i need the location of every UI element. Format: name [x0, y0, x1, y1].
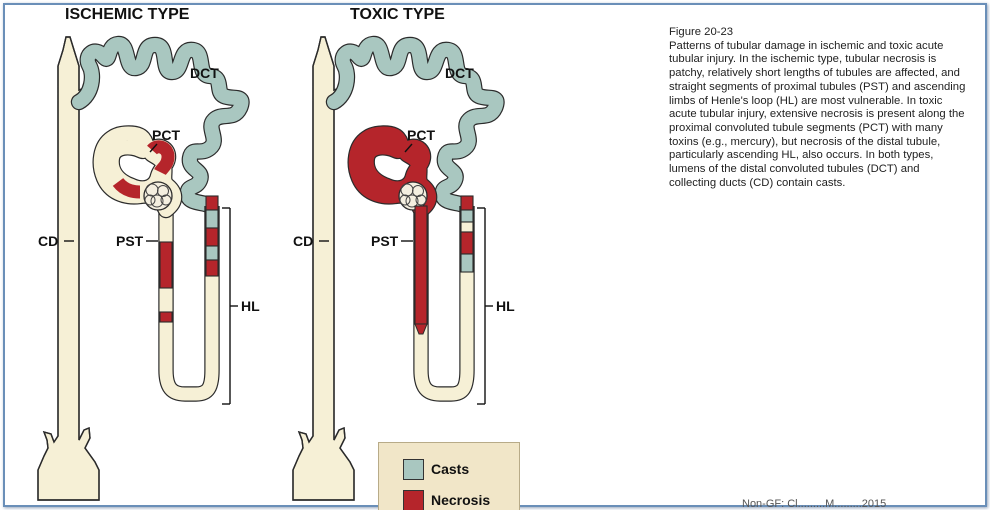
- toxic-henle-loop: [421, 206, 467, 394]
- toxic-type-title: TOXIC TYPE: [350, 6, 445, 23]
- ischemic-pct-necrosis-2: [112, 177, 141, 199]
- ischemic-pct-pointer: [149, 143, 158, 153]
- toxic-dct-label: DCT: [445, 65, 474, 81]
- casts-label: Casts: [431, 461, 470, 477]
- ischemic-pst-necrosis-2: [159, 311, 173, 323]
- ischemic-pct-necrosis-1: [147, 140, 175, 176]
- ischemic-pst-label: PST: [116, 233, 144, 249]
- ischemic-glomerulus: [143, 181, 173, 211]
- ischemic-type-title: ISCHEMIC TYPE: [65, 6, 190, 23]
- ischemic-hl-bracket: [222, 207, 238, 405]
- ischemic-hl-label: HL: [241, 298, 260, 314]
- ischemic-nephron: DCT PCT CD PST HL: [37, 30, 260, 501]
- toxic-hl-gap-1: [460, 221, 474, 233]
- toxic-hl-necrosis-top: [460, 195, 474, 211]
- toxic-cd-label: CD: [293, 233, 313, 249]
- toxic-nephron: DCT PCT CD PST HL: [292, 30, 515, 501]
- legend-item-necrosis: Necrosis: [403, 489, 490, 510]
- ischemic-pst-necrosis-1: [159, 241, 173, 289]
- legend-item-casts: Casts: [403, 458, 469, 480]
- ischemic-collecting-duct: [37, 36, 100, 501]
- ischemic-dct-label: DCT: [190, 65, 219, 81]
- toxic-pct-pointer: [404, 143, 413, 153]
- figure-caption: Figure 20-23 Patterns of tubular damage …: [669, 26, 969, 190]
- ischemic-hl-necrosis-low: [205, 259, 219, 277]
- necrosis-swatch: [403, 489, 424, 510]
- toxic-hl-necrosis-mid: [460, 231, 474, 255]
- ischemic-pct-label: PCT: [152, 127, 180, 143]
- image-credit: Non-GF: Cl.........M.........2015: [742, 498, 887, 510]
- ischemic-hl-cast-1: [205, 209, 219, 229]
- toxic-pst-necrosis: [414, 205, 428, 325]
- casts-swatch: [403, 458, 424, 480]
- toxic-pst-label: PST: [371, 233, 399, 249]
- toxic-hl-cast-1: [460, 209, 474, 223]
- toxic-hl-label: HL: [496, 298, 515, 314]
- ischemic-henle-loop: [166, 206, 212, 394]
- necrosis-label: Necrosis: [431, 492, 491, 508]
- caption-body: Patterns of tubular damage in ischemic a…: [669, 39, 966, 189]
- toxic-pct-label: PCT: [407, 127, 435, 143]
- legend-box: Casts Necrosis: [378, 442, 520, 510]
- caption-title: Figure 20-23: [669, 26, 734, 38]
- ischemic-cd-label: CD: [38, 233, 58, 249]
- toxic-glomerulus: [398, 181, 428, 211]
- ischemic-hl-necrosis-mid: [205, 227, 219, 247]
- ischemic-hl-necrosis-top: [205, 195, 219, 211]
- toxic-hl-cast-2: [460, 253, 474, 273]
- toxic-hl-bracket: [477, 207, 493, 405]
- ischemic-hl-cast-2: [205, 245, 219, 261]
- toxic-collecting-duct: [292, 36, 355, 501]
